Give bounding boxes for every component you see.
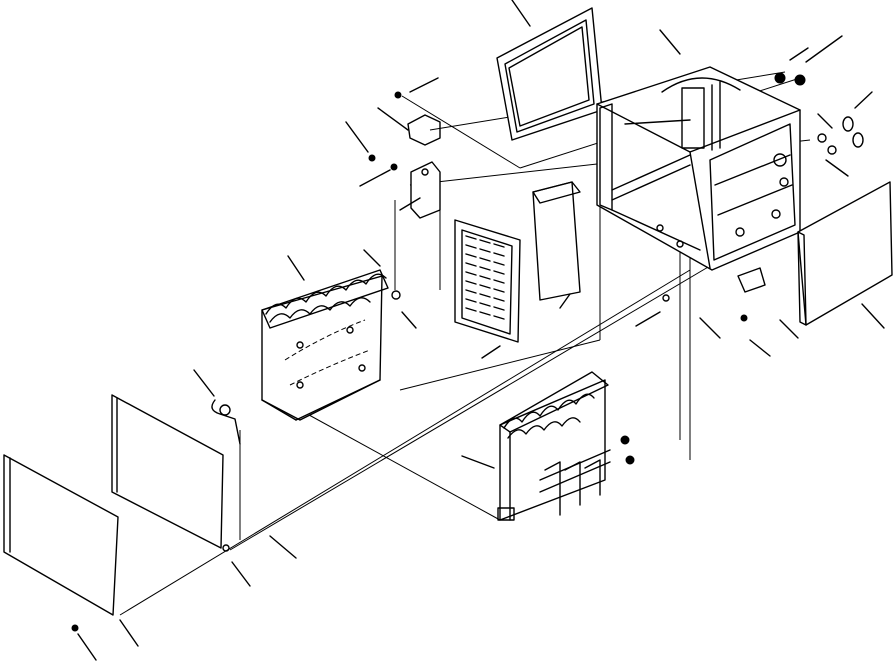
blower-assembly (261, 269, 389, 421)
callout-leader (363, 249, 381, 267)
louver-slot (465, 298, 477, 303)
louver-slot (465, 307, 477, 312)
louver-slot (493, 297, 505, 302)
callout-leader (861, 303, 885, 329)
louver-slot (493, 243, 505, 248)
louver-slot (465, 280, 477, 285)
louver-slot (479, 311, 491, 316)
callout-leader (461, 455, 495, 469)
louver-slot (479, 284, 491, 289)
louver-slot (493, 315, 505, 320)
callout-leader (817, 113, 833, 129)
inner-cover-panel (111, 394, 224, 549)
louver-slot (493, 306, 505, 311)
louver-slot (479, 248, 491, 253)
louver-slot (493, 252, 505, 257)
callout-leader (77, 633, 97, 661)
louver-slot (465, 253, 477, 258)
callout-leader (789, 47, 809, 61)
callout-leader (825, 159, 849, 177)
callout-leader (854, 91, 873, 109)
callout-leader (409, 77, 439, 93)
right-side-panel (797, 181, 893, 326)
callout-leader (345, 121, 369, 153)
callout-leader (511, 0, 531, 27)
callout-leader-lines (77, 0, 885, 661)
louver-slot (479, 266, 491, 271)
outer-cover-panel (3, 454, 119, 616)
louver-slot (493, 279, 505, 284)
louver-slot (465, 262, 477, 267)
heater-core (497, 371, 635, 521)
callout-leader (193, 369, 215, 397)
louvered-grille (454, 219, 521, 343)
center-filter-plate (532, 181, 581, 301)
callout-leader (269, 535, 297, 559)
housing-box (596, 66, 801, 271)
louver-slot (479, 302, 491, 307)
callout-leader (359, 169, 391, 187)
right-fasteners (774, 72, 864, 155)
callout-leader (287, 255, 305, 281)
louver-slot (479, 275, 491, 280)
louver-slot (465, 271, 477, 276)
louver-slot (493, 288, 505, 293)
callout-leader (805, 35, 843, 63)
callout-leader (401, 311, 417, 329)
callout-leader (377, 107, 409, 131)
top-gasket-panel (496, 7, 603, 141)
louver-slot (465, 235, 477, 240)
callout-leader (699, 317, 721, 339)
louver-slot (479, 239, 491, 244)
callout-leader (231, 561, 251, 587)
callout-leader (399, 197, 421, 211)
louver-slot (465, 244, 477, 249)
callout-leader (119, 619, 139, 647)
louver-slot (479, 257, 491, 262)
louver-slot (465, 289, 477, 294)
callout-leader (559, 293, 571, 309)
small-parts (71, 91, 766, 632)
callout-leader (749, 339, 771, 357)
louver-slot (493, 261, 505, 266)
louver-slot (479, 293, 491, 298)
callout-leader (481, 345, 501, 359)
callout-leader (779, 319, 799, 339)
callout-leader (659, 29, 681, 55)
callout-leader (635, 311, 661, 327)
louver-slot (493, 270, 505, 275)
